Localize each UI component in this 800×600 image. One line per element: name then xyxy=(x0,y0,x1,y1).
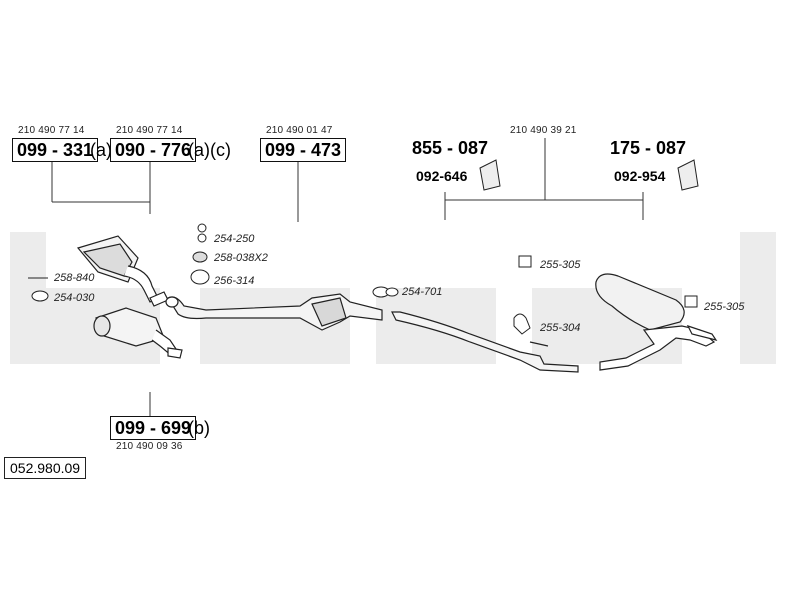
mount-number-left: 092-646 xyxy=(416,168,468,184)
flange-clamp-icon xyxy=(372,286,399,298)
front-pipe-catalyst xyxy=(165,293,383,331)
mount-number-right: 092-954 xyxy=(614,168,666,184)
gasket-icon xyxy=(192,251,208,263)
part-number-silencer-right: 175 - 087 xyxy=(610,138,687,158)
mounting-bracket-right xyxy=(677,159,699,191)
catalytic-converter-lower xyxy=(93,307,183,359)
accessory-254-250: 254-250 xyxy=(214,233,255,245)
part-number-g3: 099 - 473 xyxy=(260,138,347,162)
clamp-box-icon-left xyxy=(518,255,532,268)
accessory-255-304: 255-304 xyxy=(540,322,581,334)
part-number-g4: 099 - 699 xyxy=(110,416,197,440)
oe-number-g2: 210 490 77 14 xyxy=(116,125,183,136)
bolt-pair-icon xyxy=(197,223,207,243)
watermark-l xyxy=(740,232,776,364)
reference-number: 052.980.09 xyxy=(4,457,87,479)
rubber-mount-icon xyxy=(513,313,531,335)
clamp-box-icon-right xyxy=(684,295,698,308)
note-g1: (a) xyxy=(90,140,112,160)
leader-lines xyxy=(51,138,644,416)
mounting-bracket-left xyxy=(479,159,501,191)
part-number-silencer-left: 855 - 087 xyxy=(412,138,489,158)
accessory-255-305-right: 255-305 xyxy=(704,301,745,313)
accessory-255-305-left: 255-305 xyxy=(540,259,581,271)
accessory-254-030: 254-030 xyxy=(54,292,95,304)
center-pipe xyxy=(391,311,579,373)
catalytic-converter-upper xyxy=(76,235,169,307)
part-number-g2: 090 - 776 xyxy=(110,138,197,162)
oe-number-g1: 210 490 77 14 xyxy=(18,125,85,136)
rear-silencer xyxy=(595,273,718,371)
ring-gasket-icon xyxy=(190,269,210,285)
accessory-258-840: 258-840 xyxy=(54,272,95,284)
note-g4: (b) xyxy=(188,418,210,438)
oe-number-g5: 210 490 39 21 xyxy=(510,125,577,136)
accessory-258-038: 258-038X2 xyxy=(214,252,268,264)
oe-number-g3: 210 490 01 47 xyxy=(266,125,333,136)
oe-number-g4: 210 490 09 36 xyxy=(116,441,183,452)
clamp-icon xyxy=(31,290,49,302)
accessory-256-314: 256-314 xyxy=(214,275,255,287)
accessory-254-701: 254-701 xyxy=(402,286,443,298)
part-number-g1: 099 - 331 xyxy=(12,138,99,162)
note-g2: (a)(c) xyxy=(188,140,231,160)
